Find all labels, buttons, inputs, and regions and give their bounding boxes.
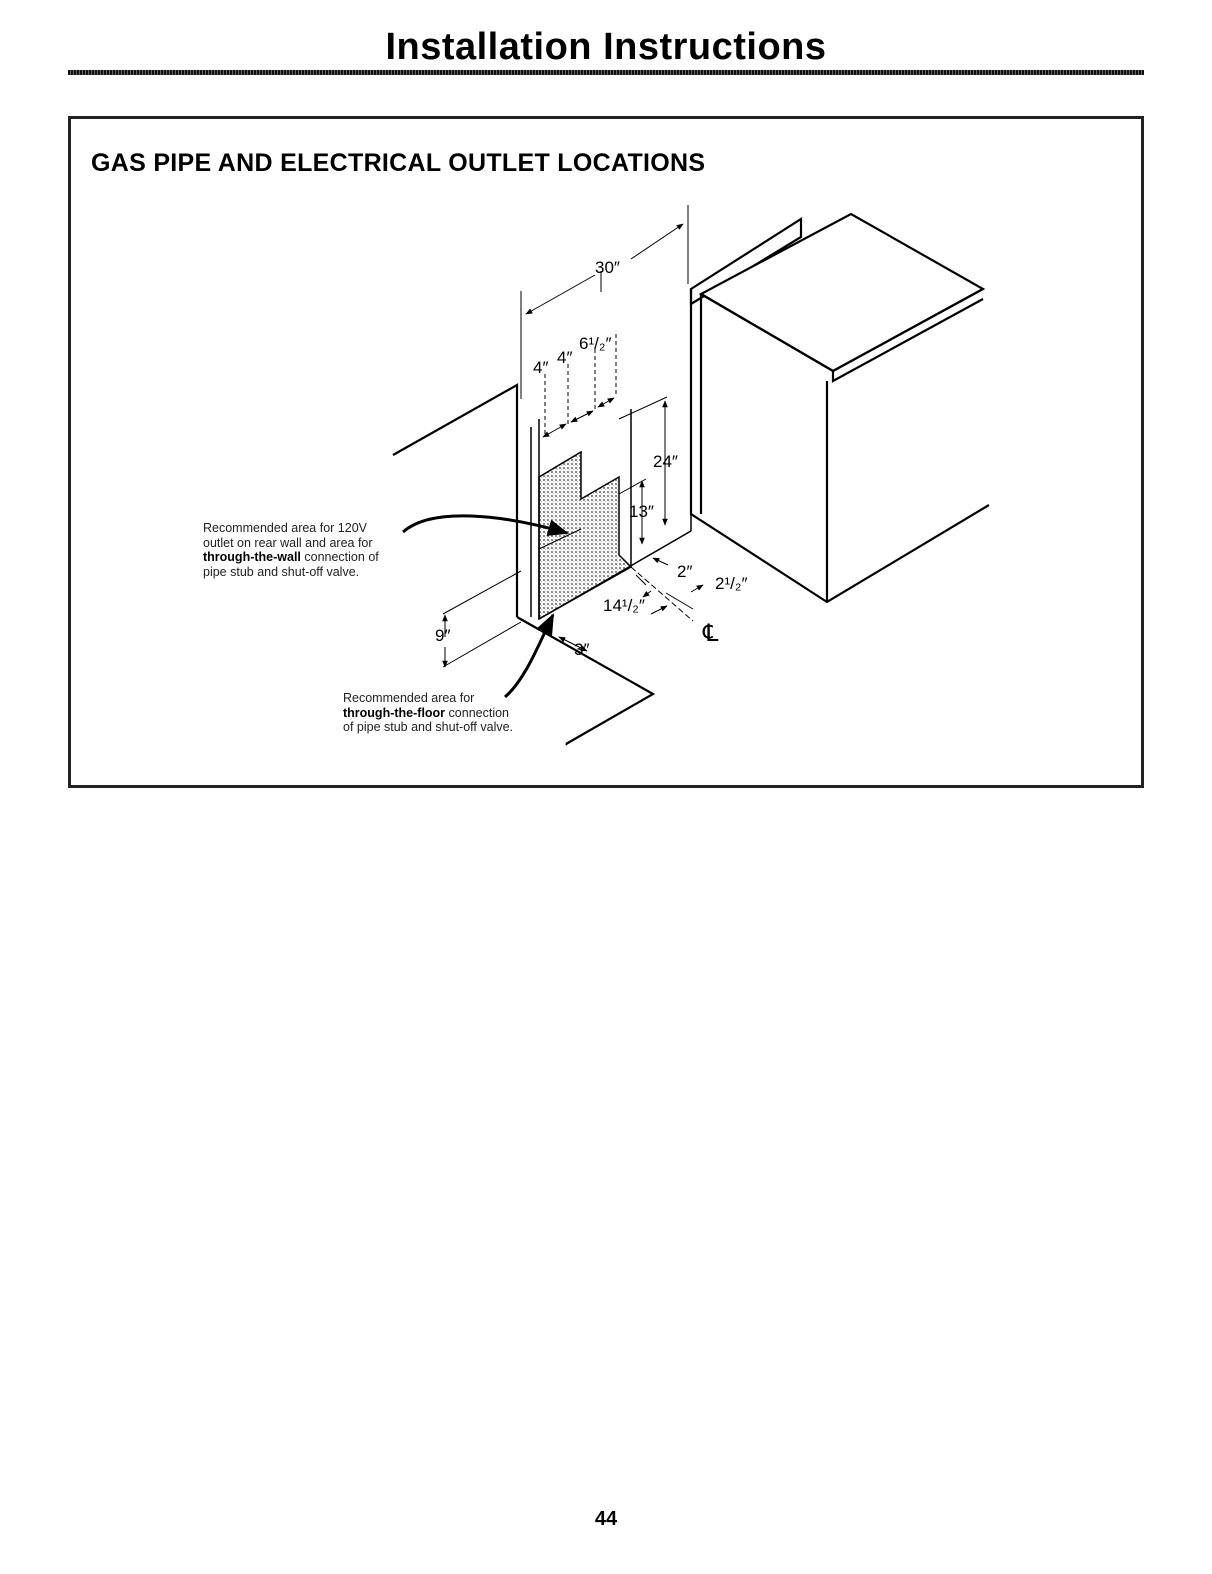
recommended-area bbox=[538, 450, 633, 621]
dimension-lines bbox=[442, 205, 704, 668]
centerline-symbol: ℄ bbox=[702, 620, 719, 647]
dim-14-half: 14¹/₂″ bbox=[603, 596, 645, 615]
wall-callout-line-1: Recommended area for 120V bbox=[203, 521, 367, 535]
floor-callout: Recommended area for through-the-floor c… bbox=[343, 691, 513, 735]
page-title: Installation Instructions bbox=[385, 26, 827, 68]
wall-callout-line-2: outlet on rear wall and area for bbox=[203, 535, 373, 550]
dim-9: 9″ bbox=[435, 626, 450, 645]
range-cabinet bbox=[689, 212, 990, 604]
dim-6-half: 6¹/₂″ bbox=[579, 334, 611, 353]
dim-24: 24″ bbox=[653, 452, 678, 471]
dim-2-half: 2¹/₂″ bbox=[715, 574, 747, 593]
floor-callout-bold: through-the-floor bbox=[343, 705, 446, 720]
dim-2: 2″ bbox=[677, 562, 692, 581]
dim-30: 30″ bbox=[595, 258, 620, 277]
page-number: 44 bbox=[594, 1508, 618, 1530]
figure-box: GAS PIPE AND ELECTRICAL OUTLET LOCATIONS bbox=[68, 116, 1144, 788]
dim-4b: 4″ bbox=[557, 348, 572, 367]
floor-callout-leader bbox=[504, 613, 555, 699]
dim-4a: 4″ bbox=[533, 358, 548, 377]
dim-3: 3″ bbox=[574, 640, 589, 659]
wall-callout-leader bbox=[402, 514, 570, 536]
floor-callout-line-1: Recommended area for bbox=[343, 691, 475, 705]
installation-diagram: 30″ 4″ 4″ 6¹/₂″ 24″ 13″ 2″ 2¹/₂″ 14¹/₂″ … bbox=[392, 205, 990, 746]
wall-callout-line-4: pipe stub and shut-off valve. bbox=[203, 564, 360, 579]
wall-callout: Recommended area for 120V outlet on rear… bbox=[203, 521, 379, 579]
section-heading: GAS PIPE AND ELECTRICAL OUTLET LOCATIONS bbox=[91, 149, 706, 177]
dim-13: 13″ bbox=[629, 502, 654, 521]
wall-callout-line-3: through-the-wall connection of bbox=[203, 550, 379, 565]
dimension-labels: 30″ 4″ 4″ 6¹/₂″ 24″ 13″ 2″ 2¹/₂″ 14¹/₂″ … bbox=[435, 258, 747, 659]
title-rule bbox=[68, 70, 1144, 75]
floor-callout-line-2-rest: connection bbox=[445, 705, 509, 720]
floor-callout-line-3: of pipe stub and shut-off valve. bbox=[343, 720, 514, 734]
floor-callout-line-2: through-the-floor connection bbox=[343, 706, 513, 721]
wall-callout-line-3-rest: connection of bbox=[300, 550, 379, 564]
wall-callout-bold: through-the-wall bbox=[203, 550, 301, 564]
